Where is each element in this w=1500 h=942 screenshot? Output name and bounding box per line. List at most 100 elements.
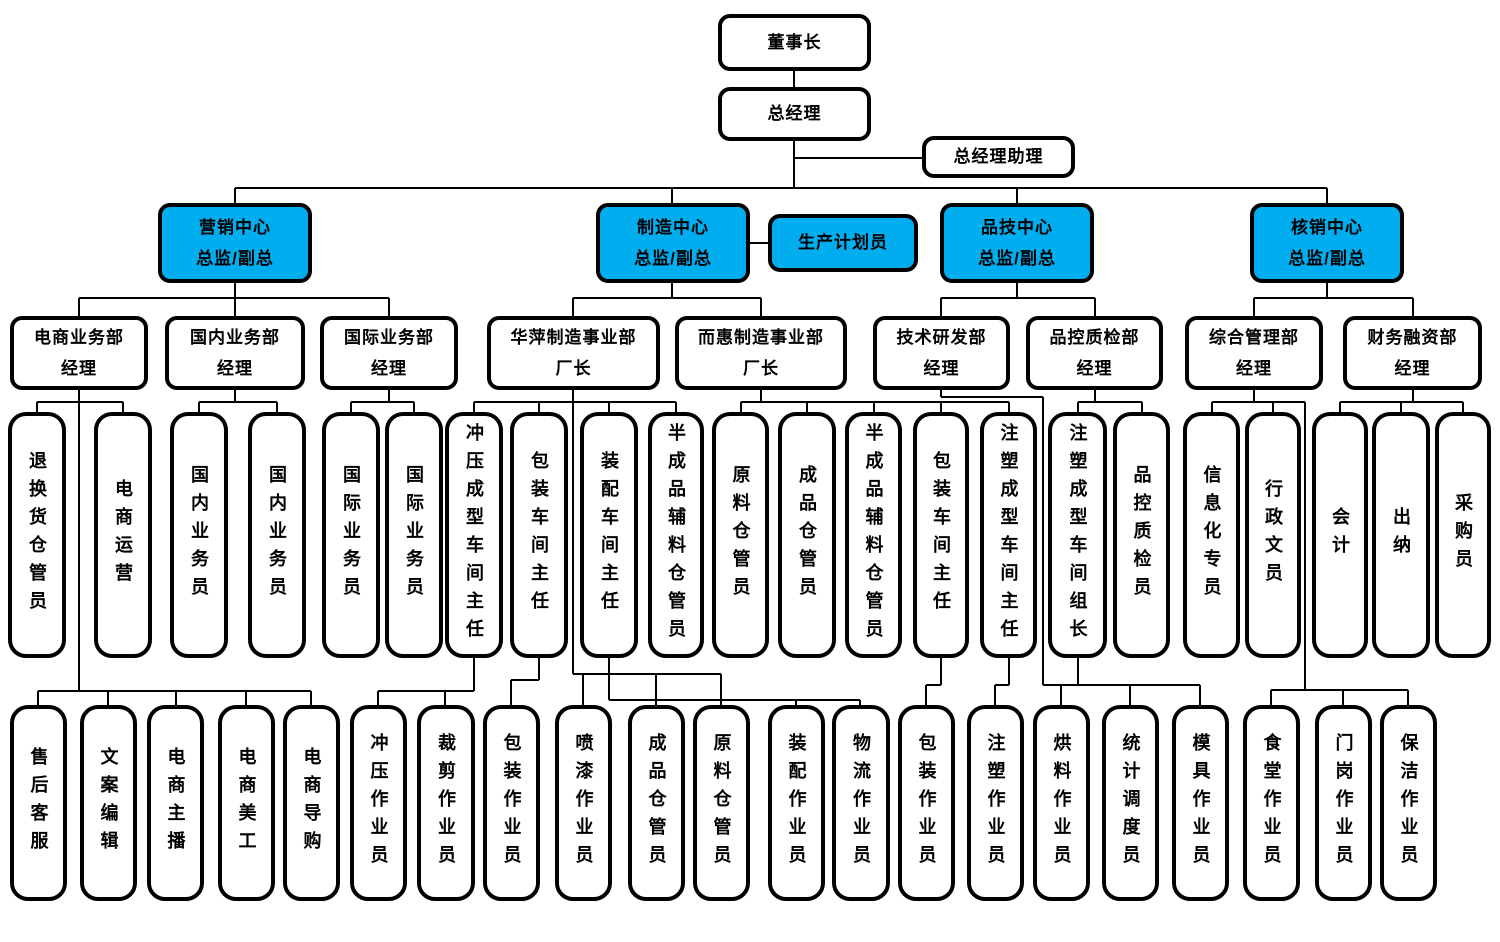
org-node-stamping-operator: 冲压作业员 xyxy=(350,705,407,901)
org-node-label: 模具作业员 xyxy=(1190,733,1211,873)
org-node-ecommerce-dept-manager: 电商业务部 经理 xyxy=(10,316,148,390)
org-node-label: 国际业务员 xyxy=(404,465,424,605)
org-node-label: 注塑作业员 xyxy=(985,733,1006,873)
org-node-semi-finished-warehouse-keeper-1: 半成品辅料仓管员 xyxy=(648,412,704,658)
org-node-label: 门岗作业员 xyxy=(1333,733,1354,873)
org-node-label: 包装车间主任 xyxy=(931,451,951,619)
org-node-label: 冲压成型车间主任 xyxy=(464,423,484,647)
org-node-label: 电商业务部 经理 xyxy=(34,327,124,378)
org-node-cashier: 出纳 xyxy=(1372,412,1430,658)
org-node-chairman: 董事长 xyxy=(718,14,871,71)
org-node-label: 电商运营 xyxy=(113,479,133,591)
org-node-qc-inspector: 品控质检员 xyxy=(1113,412,1170,658)
org-node-raw-material-keeper-2: 原料仓管员 xyxy=(693,705,750,901)
org-node-label: 原料仓管员 xyxy=(730,465,751,605)
org-node-label: 品技中心 总监/副总 xyxy=(978,217,1056,268)
org-node-gm-assistant: 总经理助理 xyxy=(922,136,1075,178)
org-node-packaging-workshop-supervisor-2: 包装车间主任 xyxy=(913,412,969,658)
org-node-label: 喷漆作业员 xyxy=(573,733,594,873)
org-node-label: 物流作业员 xyxy=(851,733,871,873)
org-node-label: 而惠制造事业部 厂长 xyxy=(698,327,824,378)
org-node-label: 生产计划员 xyxy=(798,233,888,253)
org-node-domestic-salesperson-2: 国内业务员 xyxy=(248,412,306,658)
org-node-ecommerce-shopping-guide: 电商导购 xyxy=(283,705,340,901)
org-node-label: 国内业务员 xyxy=(189,465,209,605)
org-node-label: 采购员 xyxy=(1453,493,1473,577)
org-node-purchaser: 采购员 xyxy=(1435,412,1491,658)
org-node-semi-finished-warehouse-keeper-2: 半成品辅料仓管员 xyxy=(845,412,902,658)
org-node-label: 品控质检部 经理 xyxy=(1049,327,1140,378)
org-node-mold-operator: 模具作业员 xyxy=(1172,705,1229,901)
org-node-label: 装配车间主任 xyxy=(599,451,619,619)
org-node-label: 国内业务部 经理 xyxy=(190,327,280,378)
org-node-injection-workshop-supervisor: 注塑成型车间主任 xyxy=(980,412,1037,658)
org-node-label: 信息化专员 xyxy=(1201,465,1222,605)
org-node-erhui-factory-director: 而惠制造事业部 厂长 xyxy=(675,316,847,390)
org-node-qc-dept-manager: 品控质检部 经理 xyxy=(1026,316,1163,390)
org-node-label: 烘料作业员 xyxy=(1051,733,1072,873)
org-node-domestic-salesperson-1: 国内业务员 xyxy=(170,412,228,658)
org-node-label: 会计 xyxy=(1330,507,1350,563)
org-node-logistics-operator: 物流作业员 xyxy=(832,705,890,901)
org-node-huaping-factory-director: 华萍制造事业部 厂长 xyxy=(487,316,660,390)
org-node-label: 半成品辅料仓管员 xyxy=(863,423,884,647)
org-node-label: 制造中心 总监/副总 xyxy=(634,217,712,268)
org-node-label: 食堂作业员 xyxy=(1261,733,1282,873)
org-node-quality-tech-center-director: 品技中心 总监/副总 xyxy=(940,203,1094,283)
org-node-label: 包装作业员 xyxy=(916,733,937,873)
org-node-label: 国内业务员 xyxy=(267,465,287,605)
org-node-label: 包装作业员 xyxy=(501,733,522,873)
org-node-production-planner: 生产计划员 xyxy=(768,214,918,272)
org-node-after-sales-service: 售后客服 xyxy=(10,705,67,901)
org-node-label: 总经理助理 xyxy=(953,147,1044,167)
org-node-label: 电商主播 xyxy=(165,747,186,859)
org-node-admin-dept-manager: 综合管理部 经理 xyxy=(1185,316,1323,390)
org-node-label: 统计调度员 xyxy=(1120,733,1141,873)
org-node-label: 品控质检员 xyxy=(1131,465,1152,605)
org-node-marketing-center-director: 营销中心 总监/副总 xyxy=(158,203,312,283)
org-node-label: 董事长 xyxy=(767,32,822,52)
org-node-assembly-workshop-supervisor: 装配车间主任 xyxy=(580,412,638,658)
org-node-label: 注塑成型车间组长 xyxy=(1067,423,1088,647)
org-node-injection-operator: 注塑作业员 xyxy=(967,705,1024,901)
org-node-label: 营销中心 总监/副总 xyxy=(196,217,274,268)
org-node-admin-clerk: 行政文员 xyxy=(1245,412,1301,658)
org-node-ecommerce-designer: 电商美工 xyxy=(218,705,275,901)
org-node-label: 裁剪作业员 xyxy=(436,733,456,873)
org-node-ecommerce-operations: 电商运营 xyxy=(94,412,152,658)
org-node-label: 售后客服 xyxy=(28,747,49,859)
org-node-label: 半成品辅料仓管员 xyxy=(666,423,686,647)
org-node-packaging-operator-1: 包装作业员 xyxy=(483,705,540,901)
org-node-copywriter: 文案编辑 xyxy=(80,705,137,901)
org-node-intl-salesperson-1: 国际业务员 xyxy=(322,412,380,658)
org-node-it-specialist: 信息化专员 xyxy=(1183,412,1240,658)
org-node-label: 包装车间主任 xyxy=(529,451,549,619)
org-node-label: 冲压作业员 xyxy=(368,733,389,873)
org-node-label: 国际业务部 经理 xyxy=(344,327,434,378)
org-node-label: 成品仓管员 xyxy=(797,465,817,605)
org-node-label: 综合管理部 经理 xyxy=(1209,327,1299,378)
org-node-rnd-dept-manager: 技术研发部 经理 xyxy=(873,316,1010,390)
org-node-cutting-operator: 裁剪作业员 xyxy=(417,705,475,901)
org-node-drying-operator: 烘料作业员 xyxy=(1033,705,1090,901)
org-node-label: 电商导购 xyxy=(301,747,322,859)
org-node-finished-goods-keeper-2: 成品仓管员 xyxy=(628,705,685,901)
org-node-label: 注塑成型车间主任 xyxy=(998,423,1019,647)
org-node-manufacturing-center-director: 制造中心 总监/副总 xyxy=(596,203,750,283)
org-node-label: 华萍制造事业部 厂长 xyxy=(510,327,637,378)
org-node-intl-salesperson-2: 国际业务员 xyxy=(385,412,443,658)
org-node-label: 原料仓管员 xyxy=(711,733,732,873)
org-node-label: 电商美工 xyxy=(236,747,257,859)
org-node-label: 核销中心 总监/副总 xyxy=(1288,217,1366,268)
org-node-raw-material-warehouse-keeper: 原料仓管员 xyxy=(712,412,769,658)
org-node-general-manager: 总经理 xyxy=(718,87,871,141)
org-node-domestic-dept-manager: 国内业务部 经理 xyxy=(165,316,305,390)
org-node-gate-guard-operator: 门岗作业员 xyxy=(1315,705,1372,901)
org-node-label: 装配作业员 xyxy=(786,733,807,873)
org-node-hexiao-center-director: 核销中心 总监/副总 xyxy=(1250,203,1404,283)
org-node-returns-warehouse-keeper: 退换货仓管员 xyxy=(8,412,66,658)
org-node-assembly-operator: 装配作业员 xyxy=(768,705,825,901)
org-node-stamping-workshop-supervisor: 冲压成型车间主任 xyxy=(445,412,503,658)
